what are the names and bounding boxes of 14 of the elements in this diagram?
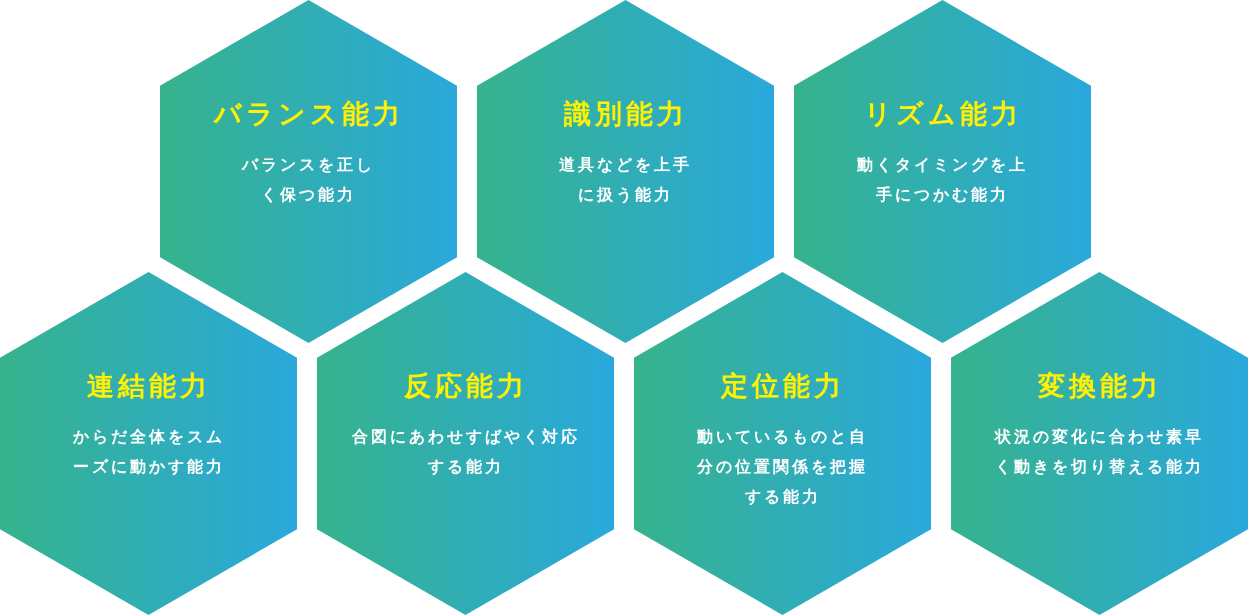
heading: バランス能力 (213, 97, 404, 131)
description: 状況の変化に合わせ素早く動きを切り替える能力 (993, 426, 1205, 478)
description: 道具などを上手に扱う能力 (558, 154, 693, 206)
heading: 連結能力 (86, 369, 211, 403)
heading: リズム能力 (863, 97, 1022, 131)
description: 動くタイミングを上手につかむ能力 (856, 154, 1029, 206)
heading: 変換能力 (1037, 369, 1162, 403)
description: 動いているものと自分の位置関係を把握する能力 (696, 426, 869, 508)
description: 合図にあわせすばやく対応する能力 (350, 426, 581, 478)
heading: 定位能力 (720, 369, 845, 403)
description: からだ全体をスムーズに動かす能力 (71, 426, 226, 478)
heading: 識別能力 (563, 97, 688, 131)
heading: 反応能力 (403, 369, 528, 403)
description: バランスを正しく保つ能力 (240, 154, 376, 206)
